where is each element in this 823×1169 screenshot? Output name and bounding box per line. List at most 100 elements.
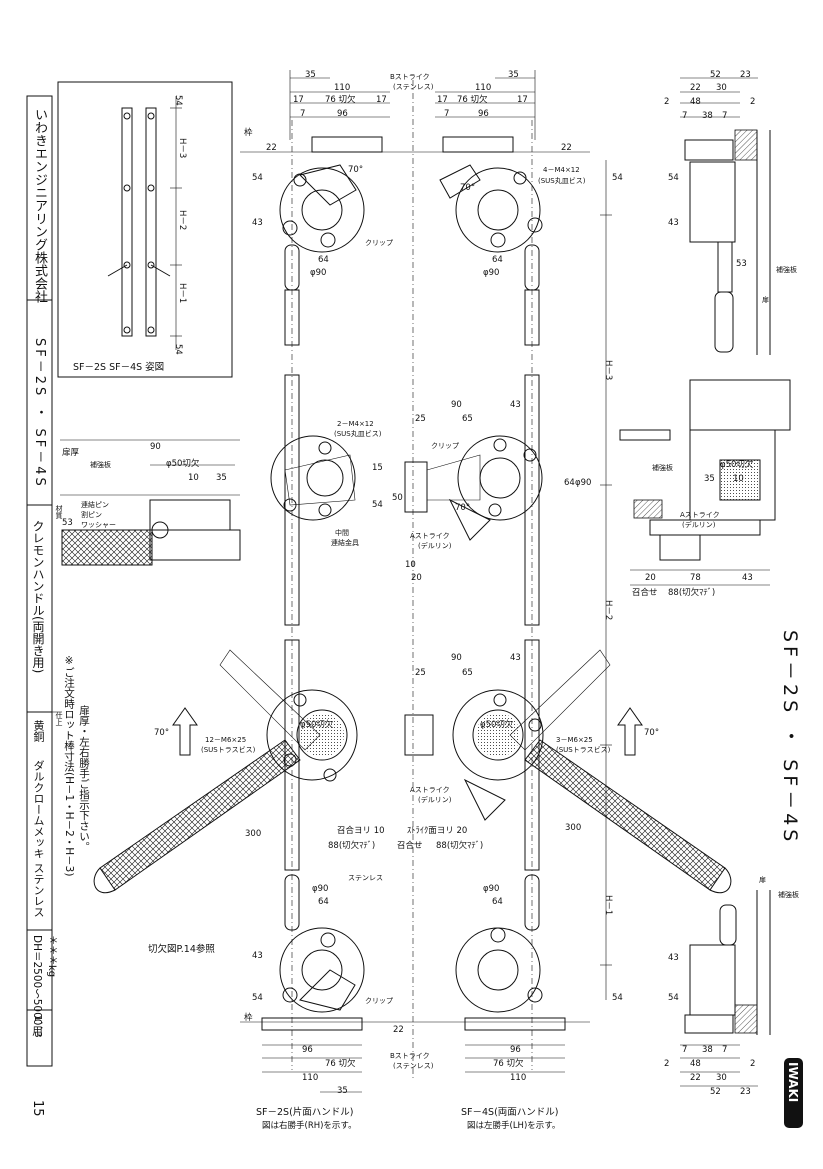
angle-70-right: 70° (644, 728, 659, 738)
label-reinforce-rb: 補強板 (778, 890, 799, 899)
label-aawase-mid: 召合せ (397, 840, 423, 851)
label-clip-bottom: クリップ (365, 997, 393, 1005)
dim-54-br: 54 (612, 993, 623, 1003)
label-mid-joint-1: 中間 (335, 528, 349, 537)
dim-96-bl: 96 (302, 1045, 313, 1055)
dim-38-rb: 38 (702, 1045, 713, 1055)
dim-7-tl: 7 (300, 109, 305, 119)
housing-bottom-right (455, 874, 566, 1031)
middle-joint-left (270, 435, 356, 521)
dim-lines-bottom (262, 1044, 565, 1093)
dim-35-bl: 35 (337, 1086, 348, 1096)
dim-22-tr: 22 (561, 143, 572, 153)
inset-caption: SF－2S SF－4S 姿図 (73, 361, 164, 373)
label-phi50-low-right: φ50切欠 (480, 719, 514, 730)
dim-110-bl: 110 (302, 1073, 318, 1083)
dim-54-tl: 54 (252, 173, 263, 183)
dim-20-mid: 20 (411, 573, 422, 583)
label-door-rt: 扉 (762, 295, 769, 304)
label-b-strike-bottom: Bストライク (390, 1052, 430, 1060)
dim-64-tr: 64 (492, 255, 503, 265)
dim-30-rt: 30 (716, 83, 727, 93)
dim-65-low: 65 (462, 668, 473, 678)
dim-54-rb: 54 (668, 993, 679, 1003)
label-aawase88-plan: 88(切欠ﾏﾃﾞ) (668, 587, 715, 598)
dim-110-br: 110 (510, 1073, 526, 1083)
dim-20-plan: 20 (645, 573, 656, 583)
label-delrin-plan: (デルリン) (682, 520, 716, 529)
inset-h3: H－3 (177, 138, 187, 158)
finish-value: ダルクロームメッキ ステンレス (32, 760, 45, 918)
label-screw-m4-mid-sub: (SUS丸皿ビス) (334, 429, 382, 438)
dim-17-tr: 17 (437, 95, 448, 105)
inset-54-top: 54 (173, 95, 183, 106)
dim-43-rt: 43 (668, 218, 679, 228)
label-a-strike-mid: Aストライク (410, 532, 450, 540)
scale: 1：3 (32, 1015, 43, 1038)
dim-17-tl: 17 (293, 95, 304, 105)
dim-54-tr: 54 (612, 173, 623, 183)
dim-25-low: 25 (415, 668, 426, 678)
dim-38-rt: 38 (702, 111, 713, 121)
label-reinforce-plan: 補強板 (652, 463, 673, 472)
dim-2-rt2: 2 (750, 97, 755, 107)
knurled-handle-right (524, 739, 732, 893)
rotation-arrow-right-icon (617, 707, 643, 756)
label-delrin-mid: (デルリン) (418, 541, 452, 550)
dim-35-top-left: 35 (305, 70, 316, 80)
dim-2-rb2: 2 (750, 1059, 755, 1069)
dim-96-tr: 96 (478, 109, 489, 119)
dim-7-rb2: 7 (722, 1045, 727, 1055)
label-h3-main: H－3 (603, 360, 613, 380)
label-door-rb: 扉 (759, 875, 766, 884)
angle-70-top-r: 70° (460, 183, 475, 193)
plan-section-right (619, 379, 791, 586)
dim-54-bl: 54 (252, 993, 263, 1003)
label-screw-m6-right-sub: (SUSトラスビス) (556, 745, 611, 754)
dim-53-sec: 53 (62, 518, 73, 528)
label-frame-bottom: 枠 (244, 1012, 253, 1023)
dim-54-rt: 54 (668, 173, 679, 183)
label-h2-main: H－2 (603, 600, 613, 620)
dim-2-rt: 2 (664, 97, 669, 107)
dim-76-tr: 76 切欠 (457, 94, 488, 105)
label-screw-m6-left-sub: (SUSトラスビス) (201, 745, 256, 754)
dim-2-rb: 2 (664, 1059, 669, 1069)
dim-10-sec: 10 (188, 473, 199, 483)
dim-phi90-tl: φ90 (310, 268, 326, 278)
middle-joint-right (404, 435, 543, 541)
dim-52-rb: 52 (710, 1087, 721, 1097)
dim-10-mid: 10 (405, 560, 416, 570)
dim-76-br: 76 切欠 (493, 1058, 524, 1069)
dim-52-rt: 52 (710, 70, 721, 80)
label-pin2: 割ピン (81, 510, 102, 519)
label-ao-10: 召合ヨリ 10 (337, 825, 385, 836)
inset-h1: H－1 (177, 283, 187, 303)
knurled-handle-left (93, 739, 301, 893)
inset-h2: H－2 (177, 210, 187, 230)
dim-10-plan: 10 (733, 474, 744, 484)
caption-sf2s-sub: 図は右勝手(RH)を示す。 (262, 1120, 357, 1131)
side-view-top (680, 77, 771, 355)
product-name: クレモンハンドル(両開き用) (31, 520, 45, 674)
label-door-thick: 扉厚 (62, 447, 80, 458)
dim-17-tr2: 17 (517, 95, 528, 105)
housing-top-left (279, 136, 383, 291)
caption-sf4s: SF－4S(両面ハンドル) (461, 1107, 558, 1118)
dim-35-top-right: 35 (508, 70, 519, 80)
label-mid-joint-2: 連結金具 (331, 538, 359, 547)
dim-78-plan: 78 (690, 573, 701, 583)
dim-15-mid: 15 (372, 463, 383, 473)
weight: ＊＊＊kg (46, 935, 57, 978)
dim-53-rt: 53 (736, 259, 747, 269)
dim-48-rb: 48 (690, 1059, 701, 1069)
dim-7-tr: 7 (444, 109, 449, 119)
dim-43-rb: 43 (668, 953, 679, 963)
label-aawase-plan: 召合せ (632, 587, 658, 598)
label-delrin-low: (デルリン) (418, 795, 452, 804)
dim-64-tl: 64 (318, 255, 329, 265)
label-clip-top: クリップ (365, 239, 393, 247)
dim-22-rt: 22 (690, 83, 701, 93)
label-cutout-ref: 切欠図P.14参照 (148, 943, 215, 955)
